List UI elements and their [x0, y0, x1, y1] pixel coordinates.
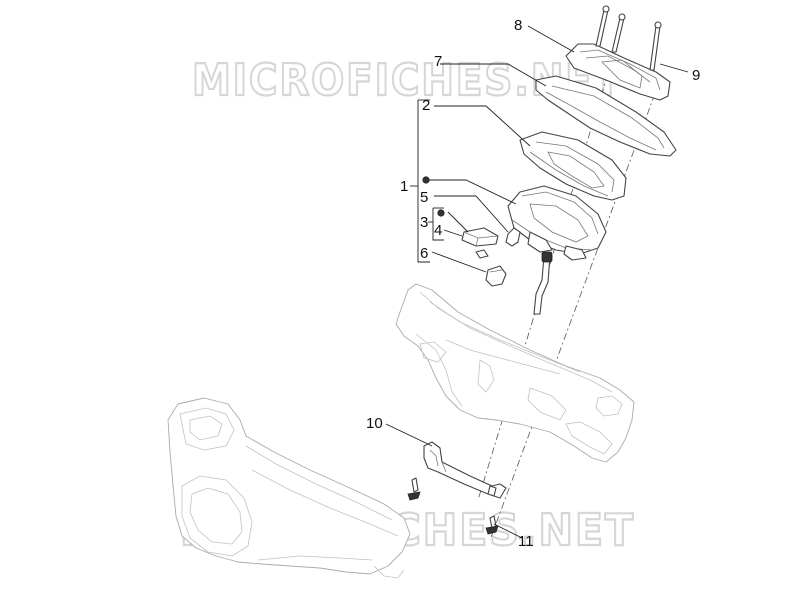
part-10-bracket: [423, 441, 507, 499]
bullet-marker-3: [437, 209, 445, 217]
part-1-instrument-cluster: [507, 185, 607, 315]
callout-1: 1: [400, 178, 408, 195]
bullet-marker-1: [422, 176, 430, 184]
callout-3: 3: [420, 214, 428, 231]
callout-7: 7: [434, 53, 442, 70]
callout-2: 2: [422, 97, 430, 114]
part-11-screws: [407, 477, 499, 535]
callout-6: 6: [420, 245, 428, 262]
part-2-housing: [519, 131, 627, 201]
rear-handlebar-cover: [395, 283, 635, 463]
callout-9: 9: [692, 67, 700, 84]
part-6-socket: [475, 249, 507, 287]
callout-8: 8: [514, 17, 522, 34]
screw-set-top: [595, 5, 662, 71]
callout-10: 10: [366, 415, 383, 432]
leader-lines: [385, 25, 689, 539]
front-handlebar-cover: [167, 397, 411, 579]
part-7-frame: [535, 75, 677, 157]
part-4-block: [461, 227, 499, 247]
part-5-bulb: [505, 227, 521, 247]
group-brackets: [410, 99, 444, 263]
part-8-rear-cover: [565, 43, 671, 101]
callout-5: 5: [420, 189, 428, 206]
callout-4: 4: [434, 222, 442, 239]
callout-11: 11: [518, 533, 534, 550]
